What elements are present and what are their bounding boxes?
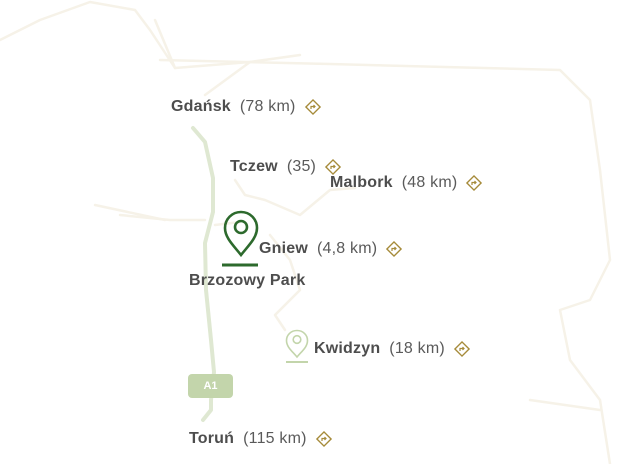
map-pin-icon[interactable] — [222, 210, 260, 275]
a1-road-badge: A1 — [188, 374, 233, 398]
place-name: Tczew — [230, 158, 278, 175]
road-sign-turn-right-icon[interactable] — [453, 340, 471, 358]
road-sign-turn-right-icon[interactable] — [315, 430, 333, 448]
place-gniew: Gniew (4,8 km) — [259, 239, 403, 259]
place-name: Malbork — [330, 174, 393, 191]
place-malbork: Malbork (48 km) — [330, 173, 483, 193]
place-distance: (4,8 km) — [317, 240, 378, 257]
a1-road — [191, 126, 216, 422]
place-name: Gdańsk — [171, 98, 231, 115]
place-tczew: Tczew (35) — [230, 157, 342, 177]
place-distance: (48 km) — [401, 174, 458, 191]
place-torun: Toruń (115 km) — [189, 429, 333, 449]
place-name: Toruń — [189, 430, 235, 447]
road-sign-turn-right-icon[interactable] — [304, 98, 322, 116]
place-distance: (18 km) — [389, 340, 445, 357]
region-borders — [0, 0, 612, 464]
place-name: Gniew — [259, 240, 309, 257]
place-distance: (78 km) — [239, 98, 296, 115]
place-kwidzyn: Kwidzyn (18 km) — [314, 339, 471, 359]
place-distance: (35) — [286, 158, 317, 175]
place-distance: (115 km) — [243, 430, 307, 447]
place-gdansk: Gdańsk (78 km) — [171, 97, 322, 117]
destination-label: Brzozowy Park — [189, 272, 306, 289]
road-sign-turn-right-icon[interactable] — [324, 158, 342, 176]
road-sign-turn-right-icon[interactable] — [465, 174, 483, 192]
map-pin-icon[interactable] — [285, 329, 309, 370]
road-sign-turn-right-icon[interactable] — [385, 240, 403, 258]
place-name: Kwidzyn — [314, 340, 381, 357]
